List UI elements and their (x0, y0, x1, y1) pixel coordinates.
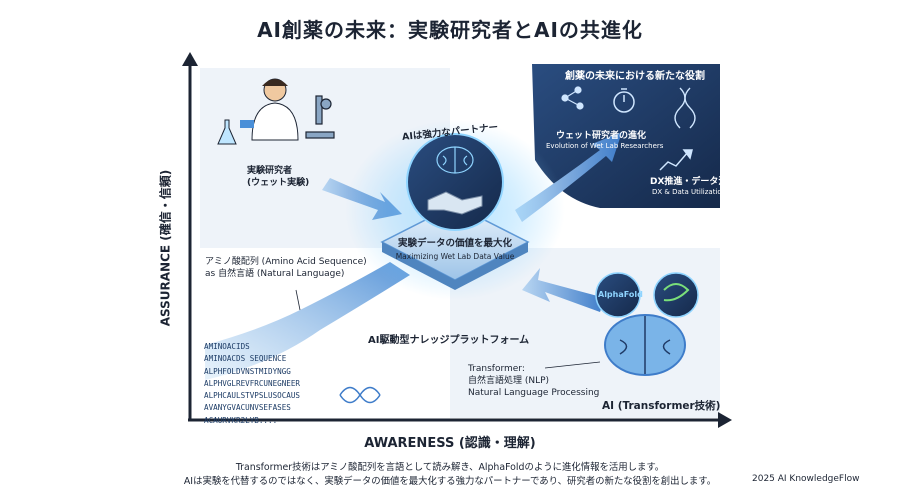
amino-code-block: AMINOACIDS AMINOACDS SEQUENCE ALPHFOLDVN… (204, 341, 300, 427)
alphafold-bubble (595, 272, 641, 318)
transformer-line1: Transformer: (468, 364, 525, 374)
researcher-label-line2: (ウェット実験) (247, 178, 310, 189)
protein-bubble (653, 272, 699, 318)
protein-structure (663, 283, 690, 302)
dna-icon (674, 87, 696, 129)
arrow-ai-to-center (522, 268, 605, 312)
amino-label: アミノ酸配列 (Amino Acid Sequence) as 自然言語 (Na… (205, 256, 367, 280)
role-item1-en: Evolution of Wet Lab Researchers (546, 142, 664, 150)
role-item2-jp: DX推進・データ活用 (650, 177, 737, 187)
amino-label-line2: as 自然言語 (Natural Language) (205, 269, 345, 280)
researcher-icon (240, 78, 299, 141)
code-line: ALPHVGLREVFRCUNEGNEER (204, 378, 301, 388)
transformer-callout-line (544, 361, 601, 369)
roles-title: 創薬の未来における新たな役割 (565, 71, 705, 82)
brain-icon (436, 146, 474, 174)
microscope-icon (305, 95, 335, 139)
molecule-icon (561, 86, 584, 110)
code-line: ALPHFOLDVNSTMIDYNGG (204, 366, 291, 376)
role-item2-en: DX & Data Utilization (652, 188, 727, 196)
flask-icon (217, 119, 237, 145)
y-axis-label: ASSURANCE (確信・信頼) (158, 169, 173, 327)
code-line: ALPHCAULSTVPSLUSOCAUS (204, 391, 301, 401)
ai-label: AI (Transformer技術) (602, 400, 721, 412)
knowledge-platform-side (382, 242, 528, 290)
dna-helix (339, 386, 381, 404)
amino-callout-line (295, 289, 301, 311)
stopwatch-icon (613, 88, 635, 113)
page-title: AI創薬の未来：実験研究者とAIの共進化 (257, 18, 643, 42)
transformer-line3: Natural Language Processing (468, 388, 600, 399)
amino-label-line1: アミノ酸配列 (Amino Acid Sequence) (205, 257, 367, 267)
ai-brain-icon (604, 314, 686, 376)
transformer-line2: 自然言語処理 (NLP) (468, 376, 550, 387)
code-line: AMINOACDS SEQUENCE (204, 354, 287, 364)
footer-caption: Transformer技術はアミノ酸配列を言語として読み解き、AlphaFold… (170, 461, 730, 489)
y-axis-arrow (182, 52, 198, 66)
role-item1-jp: ウェット研究者の進化 (556, 131, 647, 141)
footer-line1: Transformer技術はアミノ酸配列を言語として読み解き、AlphaFold… (235, 462, 665, 473)
x-axis-label: AWARENESS (認識・理解) (364, 436, 536, 451)
amino-stream (205, 262, 410, 380)
transformer-note: Transformer: 自然言語処理 (NLP) Natural Langua… (468, 363, 599, 399)
researcher-label-line1: 実験研究者 (247, 166, 293, 176)
code-line: ACAURVKR2LYB.... (204, 415, 278, 425)
handshake-icon (427, 191, 483, 215)
credit-label: 2025 AI KnowledgeFlow (752, 474, 860, 484)
center-label-jp: 実験データの価値を最大化 (397, 238, 512, 249)
code-line: AVANYGVACUNVSEFASES (204, 403, 291, 413)
researcher-label: 実験研究者 (ウェット実験) (247, 165, 309, 189)
code-line: AMINOACIDS (204, 342, 250, 351)
alphafold-label: AlphaFold (598, 290, 643, 299)
platform-label: AI駆動型ナレッジプラットフォーム (368, 335, 530, 346)
x-axis-arrow (718, 412, 732, 428)
growth-chart-icon (659, 149, 693, 171)
footer-line2: AIは実験を代替するのではなく、実験データの価値を最大化する強力なパートナーであ… (183, 476, 717, 488)
center-label-en: Maximizing Wet Lab Data Value (395, 252, 515, 261)
